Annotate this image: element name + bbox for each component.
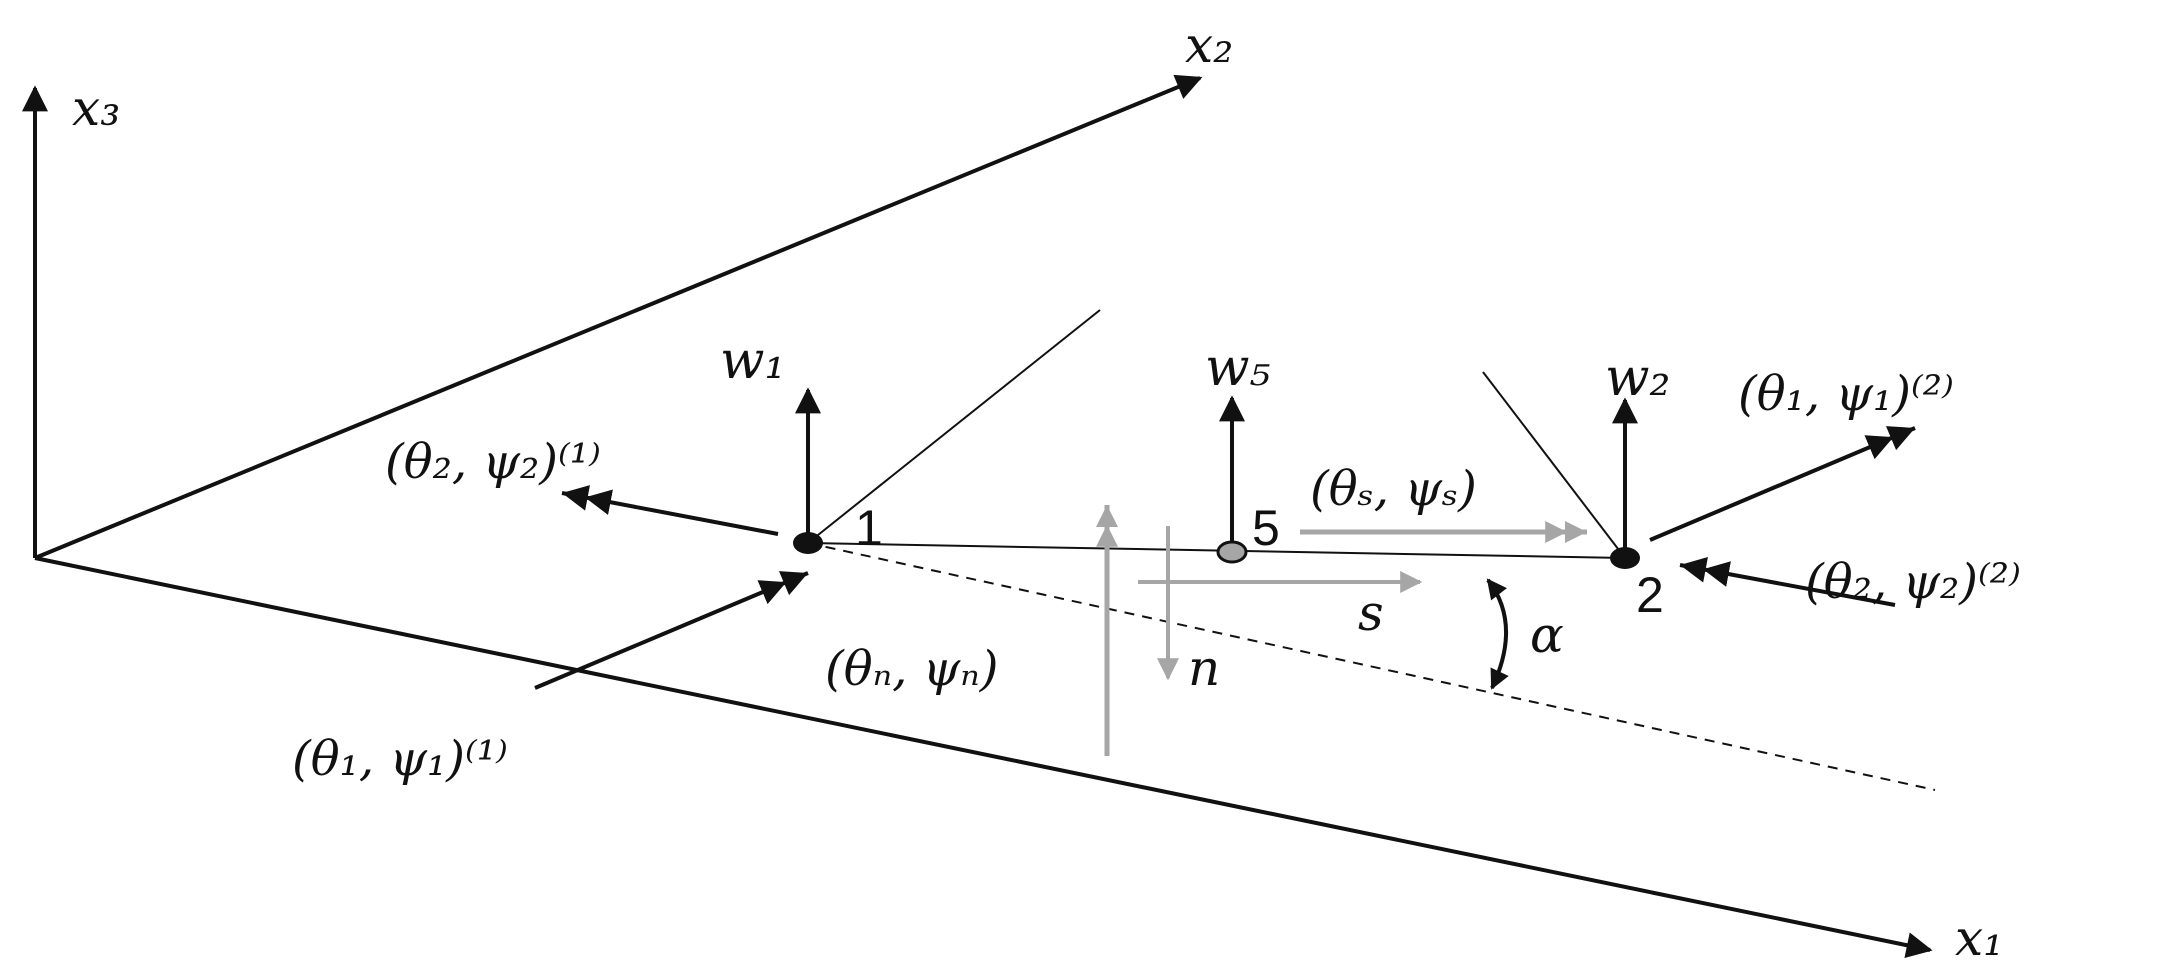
guide-line-node2 <box>1482 371 1626 559</box>
node-5 <box>1216 540 1248 564</box>
x1-axis <box>34 556 1933 958</box>
theta2-psi2-node1-arrow <box>561 485 779 536</box>
x1-label: x₁ <box>1955 909 2003 967</box>
s-label: s <box>1358 584 1384 642</box>
w1-label: w₁ <box>720 331 785 391</box>
alpha-label: α <box>1530 606 1564 664</box>
theta1-psi1-node1-label: (θ₁, ψ₁)⁽¹⁾ <box>292 731 508 787</box>
x2-axis <box>34 74 1203 560</box>
element-edge <box>807 542 1626 559</box>
w5-label: w₅ <box>1205 338 1271 398</box>
n-label: n <box>1188 639 1220 697</box>
w2-label: w₂ <box>1605 348 1670 408</box>
alpha-angle-arrow <box>1486 578 1509 690</box>
theta1-psi1-node1-arrow <box>534 571 809 690</box>
dashed-reference-line <box>807 542 1936 791</box>
node-5-label: 5 <box>1252 500 1280 556</box>
node-2 <box>1610 547 1640 569</box>
guide-line-node1 <box>807 309 1101 544</box>
x2-label: x₂ <box>1185 16 1233 74</box>
node-1-label: 1 <box>855 500 883 556</box>
theta-s-psi-s-label: (θₛ, ψₛ) <box>1310 461 1477 517</box>
theta1-psi1-node2-arrow <box>1649 426 1916 542</box>
node-2-label: 2 <box>1636 567 1664 623</box>
theta1-psi1-node2-label: (θ₁, ψ₁)⁽²⁾ <box>1738 366 1954 422</box>
theta2-psi2-node1-label: (θ₂, ψ₂)⁽¹⁾ <box>385 434 601 490</box>
node-1 <box>793 532 823 554</box>
theta-n-psi-n-label: (θₙ, ψₙ) <box>825 641 998 697</box>
x3-label: x₃ <box>72 79 120 137</box>
theta2-psi2-node2-label: (θ₂, ψ₂)⁽²⁾ <box>1805 554 2021 610</box>
theta2-psi2-node2-arrow <box>1679 556 1896 607</box>
